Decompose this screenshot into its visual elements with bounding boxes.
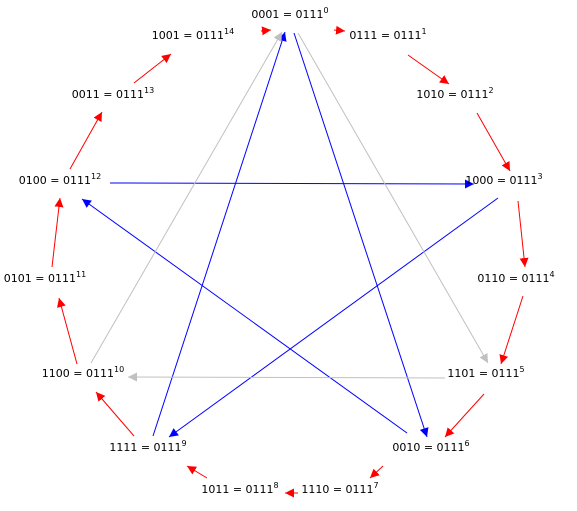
node-label-1000: 1000 = 01113 [465, 172, 542, 187]
node-exponent: 7 [374, 481, 379, 490]
edge-blue-n9-n0 [152, 31, 287, 437]
node-label-0010: 0010 = 01116 [392, 439, 469, 454]
node-label-1110: 1110 = 01117 [301, 481, 378, 496]
node-value: 1101 = 0111 [447, 367, 519, 380]
node-value: 0010 = 0111 [392, 441, 464, 454]
node-label-1111: 1111 = 01119 [109, 439, 186, 454]
edge-red-n8-n9 [186, 465, 208, 479]
node-value: 1111 = 0111 [109, 441, 181, 454]
node-label-0001: 0001 = 01110 [251, 6, 328, 21]
node-label-1011: 1011 = 01118 [201, 481, 278, 496]
node-exponent: 10 [114, 365, 124, 374]
edge-blue-n12-n3 [109, 179, 475, 189]
node-exponent: 0 [324, 6, 329, 15]
node-exponent: 1 [422, 27, 427, 36]
node-label-0111: 0111 = 01111 [349, 27, 426, 42]
edge-red-n13-n14 [133, 53, 172, 84]
node-label-1010: 1010 = 01112 [416, 86, 493, 101]
edge-red-n12-n13 [69, 111, 103, 170]
node-label-0011: 0011 = 011113 [72, 86, 154, 101]
edge-red-n9-n10 [95, 391, 135, 437]
node-exponent: 11 [76, 270, 86, 279]
node-value: 1110 = 0111 [301, 483, 373, 496]
node-value: 0111 = 0111 [349, 29, 421, 42]
edge-red-n0-n1 [333, 25, 346, 35]
edge-red-n3-n4 [517, 200, 529, 268]
node-value: 0110 = 0111 [477, 272, 549, 285]
node-exponent: 8 [274, 481, 279, 490]
node-label-1100: 1100 = 011110 [42, 365, 124, 380]
edge-red-n11-n12 [51, 197, 64, 268]
node-value: 0101 = 0111 [4, 272, 76, 285]
edge-red-n4-n5 [499, 295, 524, 365]
edge-gray-n0-n5 [297, 32, 489, 364]
node-exponent: 4 [550, 270, 555, 279]
edge-gray-n5-n10 [127, 372, 446, 382]
node-exponent: 9 [182, 439, 187, 448]
node-label-1101: 1101 = 01115 [447, 365, 524, 380]
edge-blue-n6-n12 [81, 198, 408, 434]
node-exponent: 14 [224, 27, 234, 36]
node-value: 1010 = 0111 [416, 88, 488, 101]
node-exponent: 13 [144, 86, 154, 95]
edge-red-n5-n6 [444, 393, 485, 438]
edges-layer [51, 25, 529, 498]
node-value: 1001 = 0111 [152, 29, 224, 42]
node-value: 1000 = 0111 [465, 174, 537, 187]
node-label-0101: 0101 = 011111 [4, 270, 86, 285]
node-value: 0100 = 0111 [19, 174, 91, 187]
edge-red-n1-n2 [407, 54, 450, 85]
node-value: 1100 = 0111 [42, 367, 114, 380]
node-exponent: 3 [538, 172, 543, 181]
node-exponent: 6 [465, 439, 470, 448]
node-value: 0011 = 0111 [72, 88, 144, 101]
edge-red-n10-n11 [57, 297, 78, 365]
edge-gray-n10-n0 [90, 31, 283, 364]
node-value: 1011 = 0111 [201, 483, 273, 496]
edge-red-n2-n3 [476, 112, 511, 172]
node-label-0100: 0100 = 011112 [19, 172, 101, 187]
node-label-1001: 1001 = 011114 [152, 27, 234, 42]
edge-red-n6-n7 [369, 465, 384, 479]
edge-blue-n3-n9 [168, 197, 499, 438]
node-exponent: 5 [520, 365, 525, 374]
node-exponent: 12 [91, 172, 101, 181]
edge-blue-n0-n6 [293, 32, 429, 438]
node-value: 0001 = 0111 [251, 8, 323, 21]
node-exponent: 2 [489, 86, 494, 95]
edge-red-n14-n0 [260, 26, 272, 36]
node-label-0110: 0110 = 01114 [477, 270, 554, 285]
